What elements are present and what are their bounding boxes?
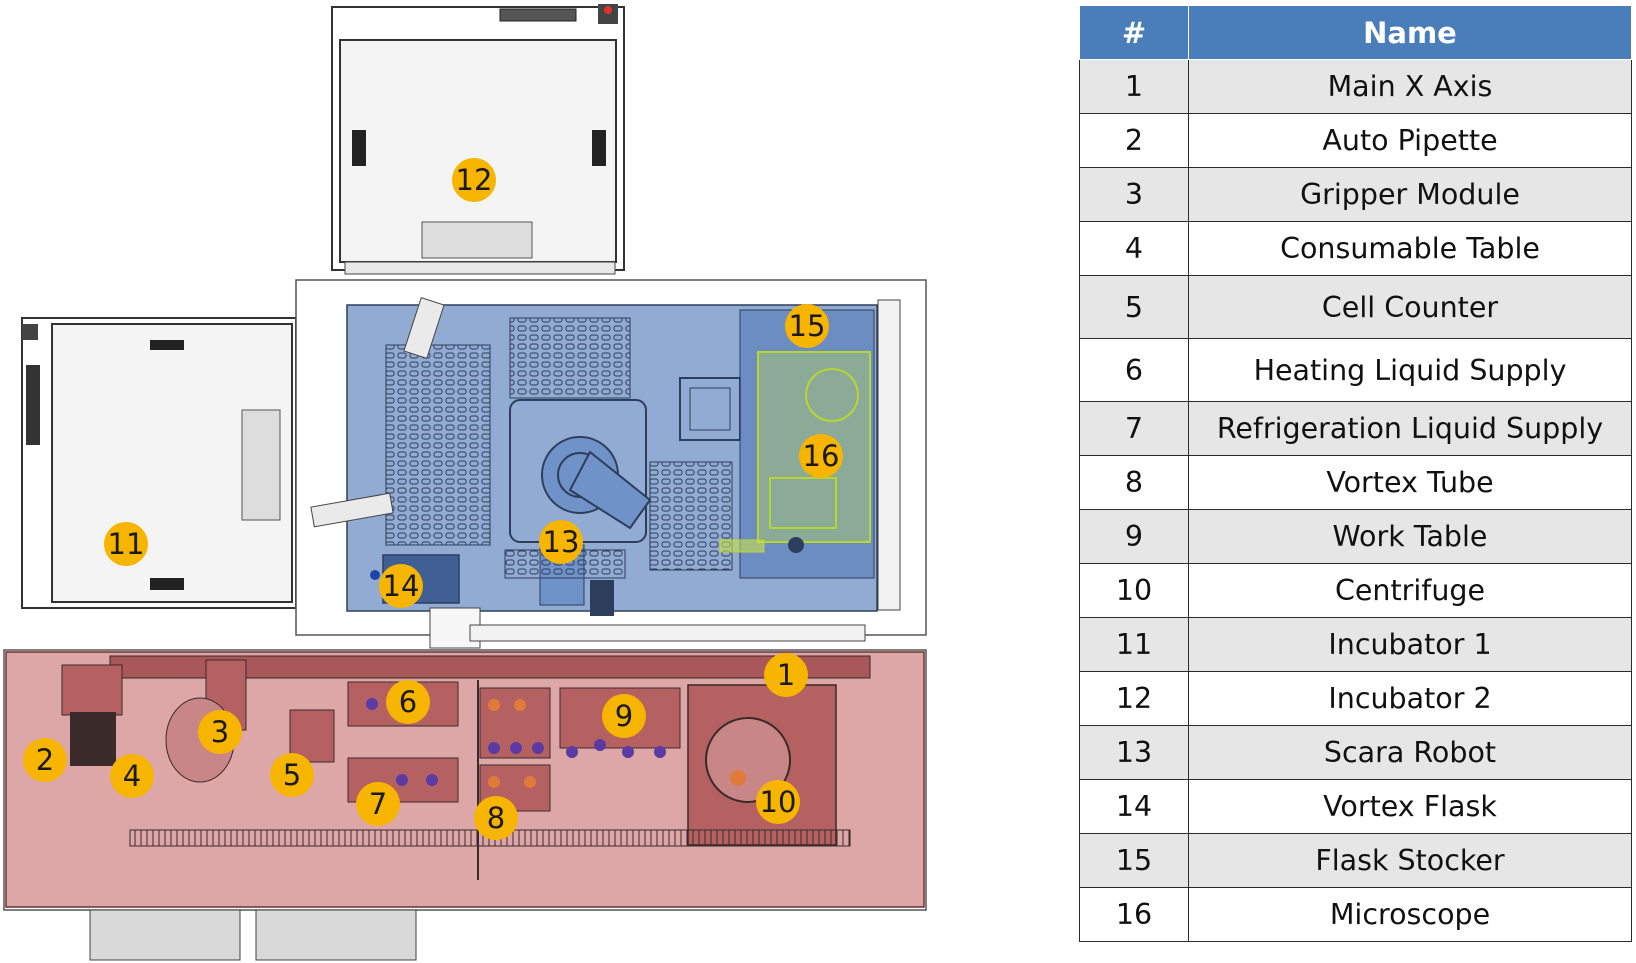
badge-4-label: 4	[123, 759, 141, 793]
table-row: 16 Microscope	[1079, 887, 1632, 942]
badge-15-label: 15	[789, 309, 826, 343]
row-number: 13	[1079, 725, 1189, 780]
row-name: Centrifuge	[1188, 563, 1632, 618]
row-number: 16	[1079, 887, 1189, 942]
table-header-row: # Name	[1079, 5, 1632, 60]
row-name: Heating Liquid Supply	[1188, 338, 1632, 402]
badge-14-label: 14	[383, 569, 420, 603]
row-number: 7	[1079, 401, 1189, 456]
row-number: 6	[1079, 338, 1189, 402]
badge-16-label: 16	[803, 439, 840, 473]
badge-4: 4	[110, 754, 154, 798]
row-name: Flask Stocker	[1188, 833, 1632, 888]
lower-zone	[3, 649, 927, 961]
row-name: Main X Axis	[1188, 59, 1632, 114]
equipment-layout-diagram: 1 2 3 4 5 6 7 8 9 10 11 12	[3, 4, 927, 961]
badge-5: 5	[270, 753, 314, 797]
table-row: 5 Cell Counter	[1079, 275, 1632, 339]
row-name: Microscope	[1188, 887, 1632, 942]
table-row: 14 Vortex Flask	[1079, 779, 1632, 834]
table-row: 6 Heating Liquid Supply	[1079, 338, 1632, 402]
badge-6: 6	[386, 680, 430, 724]
badge-7-label: 7	[369, 787, 387, 821]
badge-11: 11	[104, 522, 148, 566]
badge-3-label: 3	[211, 715, 229, 749]
badge-12-label: 12	[456, 163, 493, 197]
row-number: 5	[1079, 275, 1189, 339]
row-name: Incubator 1	[1188, 617, 1632, 672]
row-name: Refrigeration Liquid Supply	[1188, 401, 1632, 456]
badge-9-label: 9	[615, 699, 633, 733]
column-header-number: #	[1079, 5, 1189, 60]
table-row: 13 Scara Robot	[1079, 725, 1632, 780]
table-row: 1 Main X Axis	[1079, 59, 1632, 114]
row-name: Incubator 2	[1188, 671, 1632, 726]
table-row: 7 Refrigeration Liquid Supply	[1079, 401, 1632, 456]
badge-2-label: 2	[36, 743, 54, 777]
badge-11-label: 11	[108, 527, 145, 561]
row-name: Gripper Module	[1188, 167, 1632, 222]
row-number: 8	[1079, 455, 1189, 510]
row-name: Auto Pipette	[1188, 113, 1632, 168]
badge-1: 1	[764, 653, 808, 697]
row-name: Vortex Tube	[1188, 455, 1632, 510]
table-row: 3 Gripper Module	[1079, 167, 1632, 222]
table-row: 12 Incubator 2	[1079, 671, 1632, 726]
row-number: 9	[1079, 509, 1189, 564]
row-number: 1	[1079, 59, 1189, 114]
badge-6-label: 6	[399, 685, 417, 719]
badge-7: 7	[356, 782, 400, 826]
table-row: 11 Incubator 1	[1079, 617, 1632, 672]
row-number: 11	[1079, 617, 1189, 672]
badge-14: 14	[379, 564, 423, 608]
row-number: 15	[1079, 833, 1189, 888]
incubator-1-cabinet	[21, 317, 341, 617]
row-number: 10	[1079, 563, 1189, 618]
table-row: 4 Consumable Table	[1079, 221, 1632, 276]
badge-13-label: 13	[543, 525, 580, 559]
row-name: Vortex Flask	[1188, 779, 1632, 834]
badge-8-label: 8	[487, 801, 505, 835]
component-legend-table: # Name 1 Main X Axis 2 Auto Pipette 3 Gr…	[1079, 5, 1632, 942]
badge-10-label: 10	[760, 785, 797, 819]
row-number: 2	[1079, 113, 1189, 168]
row-number: 12	[1079, 671, 1189, 726]
badge-12: 12	[452, 158, 496, 202]
table-row: 8 Vortex Tube	[1079, 455, 1632, 510]
badge-3: 3	[198, 710, 242, 754]
row-name: Cell Counter	[1188, 275, 1632, 339]
badge-1-label: 1	[777, 658, 795, 692]
badge-2: 2	[23, 738, 67, 782]
row-number: 4	[1079, 221, 1189, 276]
badge-9: 9	[602, 694, 646, 738]
badge-16: 16	[799, 434, 843, 478]
table-row: 9 Work Table	[1079, 509, 1632, 564]
row-name: Consumable Table	[1188, 221, 1632, 276]
badge-10: 10	[756, 780, 800, 824]
row-number: 3	[1079, 167, 1189, 222]
badge-8: 8	[474, 796, 518, 840]
column-header-name: Name	[1188, 5, 1632, 60]
table-row: 2 Auto Pipette	[1079, 113, 1632, 168]
table-row: 15 Flask Stocker	[1079, 833, 1632, 888]
badge-15: 15	[785, 304, 829, 348]
row-name: Scara Robot	[1188, 725, 1632, 780]
incubator-2-cabinet	[331, 4, 625, 275]
row-name: Work Table	[1188, 509, 1632, 564]
table-row: 10 Centrifuge	[1079, 563, 1632, 618]
row-number: 14	[1079, 779, 1189, 834]
badge-5-label: 5	[283, 758, 301, 792]
badge-13: 13	[539, 520, 583, 564]
